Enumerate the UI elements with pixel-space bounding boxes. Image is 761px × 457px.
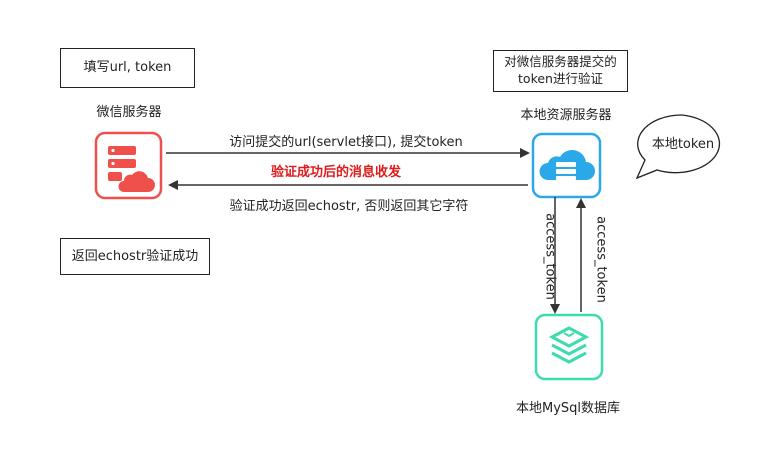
response-arrow-label: 验证成功返回echostr, 否则返回其它字符 <box>229 199 469 214</box>
wechat-server-icon <box>94 131 163 200</box>
local-resource-server-icon <box>531 132 602 199</box>
local-token-text: 本地token <box>651 137 715 152</box>
note-fill-url-token-text: 填写url, token <box>83 60 172 76</box>
local-token-bubble <box>635 114 721 180</box>
local-mysql-label: 本地MySql数据库 <box>515 401 621 416</box>
local-resource-server-label: 本地资源服务器 <box>520 108 612 123</box>
note-verify-token: 对微信服务器提交的token进行验证 <box>493 50 628 92</box>
local-mysql-icon <box>534 313 604 381</box>
note-verify-token-text: 对微信服务器提交的token进行验证 <box>504 54 617 86</box>
note-return-echostr-text: 返回echostr验证成功 <box>71 248 199 264</box>
request-arrow-label: 访问提交的url(servlet接口), 提交token <box>229 135 463 150</box>
note-fill-url-token: 填写url, token <box>60 48 195 88</box>
note-return-echostr: 返回echostr验证成功 <box>60 238 210 275</box>
wechat-server-label: 微信服务器 <box>96 105 162 120</box>
highlight-arrow-label: 验证成功后的消息收发 <box>270 165 402 180</box>
